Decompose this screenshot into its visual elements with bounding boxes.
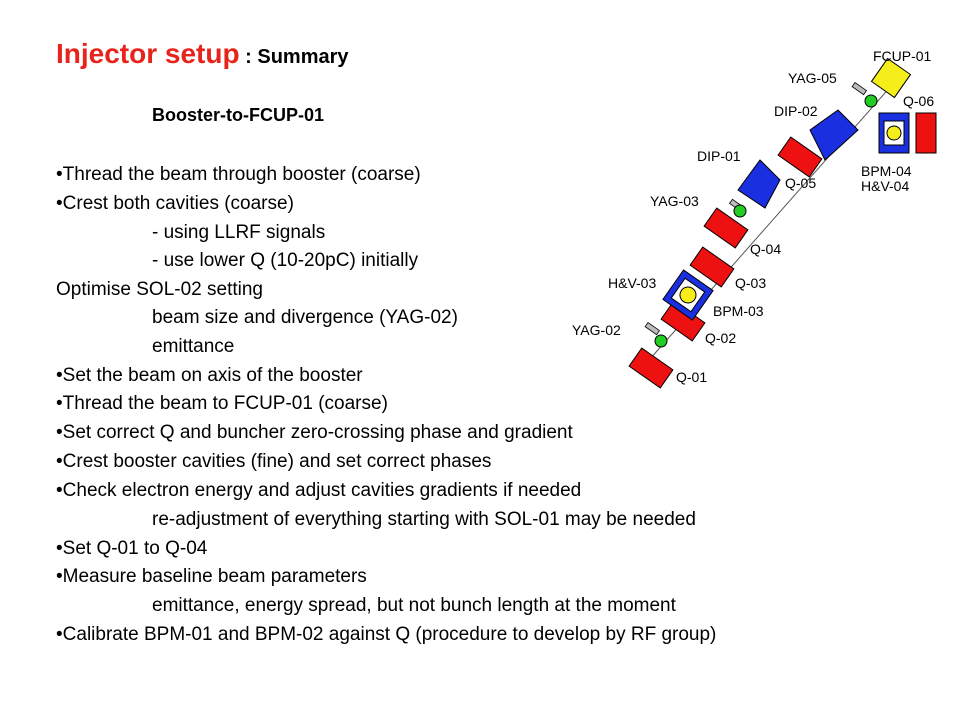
list-item: •Set Q-01 to Q-04: [56, 538, 208, 559]
list-item: emittance: [152, 336, 235, 357]
label-q04: Q-04: [750, 241, 781, 257]
list-item: beam size and divergence (YAG-02): [152, 307, 458, 328]
quad-q01: [628, 347, 674, 389]
title-main: Injector setup: [56, 38, 240, 69]
list-item: •Measure baseline beam parameters: [56, 566, 367, 587]
label-q03: Q-03: [735, 275, 766, 291]
label-bpm04: BPM-04: [861, 163, 912, 179]
quad-q06: [915, 112, 937, 154]
title-sub: : Summary: [239, 46, 349, 68]
list-item: •Set correct Q and buncher zero-crossing…: [56, 422, 573, 443]
label-hv04: H&V-04: [861, 178, 909, 194]
list-item: Optimise SOL-02 setting: [56, 279, 263, 300]
label-q05: Q-05: [785, 175, 816, 191]
bpm-03: [662, 269, 714, 321]
section-subheading: Booster-to-FCUP-01: [152, 105, 325, 125]
label-yag03: YAG-03: [650, 193, 699, 209]
label-q01: Q-01: [676, 369, 707, 385]
dipole-dip01: [737, 159, 781, 209]
list-item: •Thread the beam to FCUP-01 (coarse): [56, 393, 388, 414]
list-item: re-adjustment of everything starting wit…: [152, 509, 696, 530]
quad-q04: [703, 207, 749, 249]
label-fcup01: FCUP-01: [873, 48, 932, 64]
label-dip02: DIP-02: [774, 103, 818, 119]
yag-02-icon: [644, 321, 668, 348]
quad-q03: [689, 246, 735, 288]
yag-03-icon: [728, 198, 747, 218]
label-bpm03: BPM-03: [713, 303, 764, 319]
slide-title: Injector setup : Summary: [56, 38, 349, 70]
list-item: •Check electron energy and adjust caviti…: [56, 480, 582, 501]
bpm-04: [878, 112, 910, 154]
list-item: emittance, energy spread, but not bunch …: [152, 595, 676, 616]
label-dip01: DIP-01: [697, 148, 741, 164]
label-q06: Q-06: [903, 93, 934, 109]
yag-05-icon: [851, 81, 878, 108]
label-q02: Q-02: [705, 330, 736, 346]
list-item: •Thread the beam through booster (coarse…: [56, 164, 421, 185]
list-item: •Crest booster cavities (fine) and set c…: [56, 451, 492, 472]
quad-q05: [777, 136, 823, 178]
dipole-dip02: [809, 109, 859, 161]
list-item: •Calibrate BPM-01 and BPM-02 against Q (…: [56, 624, 717, 645]
label-yag02: YAG-02: [572, 322, 621, 338]
list-item: - using LLRF signals: [152, 222, 326, 243]
label-yag05: YAG-05: [788, 70, 837, 86]
list-item: •Set the beam on axis of the booster: [56, 365, 363, 386]
fcup-01: [870, 57, 912, 99]
list-item: •Crest both cavities (coarse): [56, 193, 294, 214]
list-item: - use lower Q (10-20pC) initially: [152, 250, 419, 271]
label-hv03: H&V-03: [608, 275, 656, 291]
